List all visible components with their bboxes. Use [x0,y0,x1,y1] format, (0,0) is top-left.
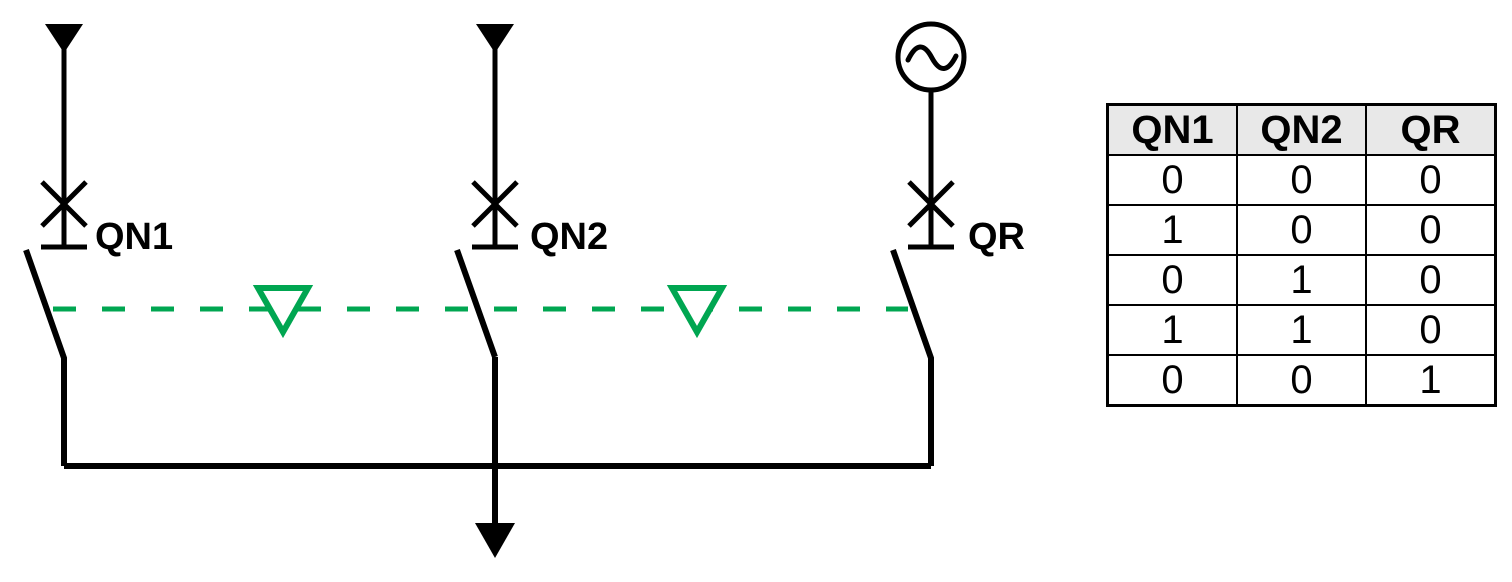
x-cross-switch-icon [40,180,88,228]
device-label-qn1: QN1 [95,216,173,258]
bay-qn1: QN1 [23,24,173,466]
interlock-triangle-icon [666,285,728,339]
truth-table: QN1 QN2 QR 0 0 0 1 0 0 0 1 0 1 [1106,103,1497,407]
incoming-feeder-down-arrow-icon [476,24,514,53]
table-row: 0 0 0 [1106,154,1497,206]
outgoing-feeder-down-arrow-icon [475,523,515,558]
bay-qr: QR [890,21,1025,466]
table-row: 1 0 0 [1106,204,1497,256]
disconnector-blade [454,248,498,359]
table-row: 1 1 0 [1106,304,1497,356]
table-cell: 1 [1106,204,1238,256]
table-row: 0 0 1 [1106,354,1497,407]
table-cell: 0 [1365,204,1497,256]
table-cell: 0 [1106,254,1238,306]
x-cross-switch-icon [907,180,955,228]
table-cell: 0 [1106,354,1238,407]
device-label-qn2: QN2 [530,216,608,258]
incoming-feeder-down-arrow-icon [45,24,83,53]
table-cell: 1 [1236,254,1367,306]
table-cell: 1 [1365,354,1497,407]
truth-table-header-row: QN1 QN2 QR [1106,103,1497,156]
table-cell: 0 [1365,154,1497,206]
table-cell: 0 [1236,154,1367,206]
truth-table-header-qn2: QN2 [1236,103,1367,156]
disconnector-blade [23,249,67,466]
table-cell: 0 [1106,154,1238,206]
bay-qn2: QN2 [454,24,608,558]
device-label-qr: QR [968,216,1025,258]
truth-table-header-qr: QR [1365,103,1497,156]
interlock-triangle-icon [252,285,314,339]
table-cell: 1 [1106,304,1238,356]
truth-table-header-qn1: QN1 [1106,103,1238,156]
table-row: 0 1 0 [1106,254,1497,306]
x-cross-switch-icon [471,180,519,228]
table-cell: 1 [1236,304,1367,356]
table-cell: 0 [1365,304,1497,356]
table-cell: 0 [1365,254,1497,306]
table-cell: 0 [1236,204,1367,256]
interlock-group [53,285,908,339]
one-line-diagram: QN1 QN2 [23,21,1025,558]
ac-generator-icon [895,21,967,93]
table-cell: 0 [1236,354,1367,407]
disconnector-blade [890,249,934,466]
